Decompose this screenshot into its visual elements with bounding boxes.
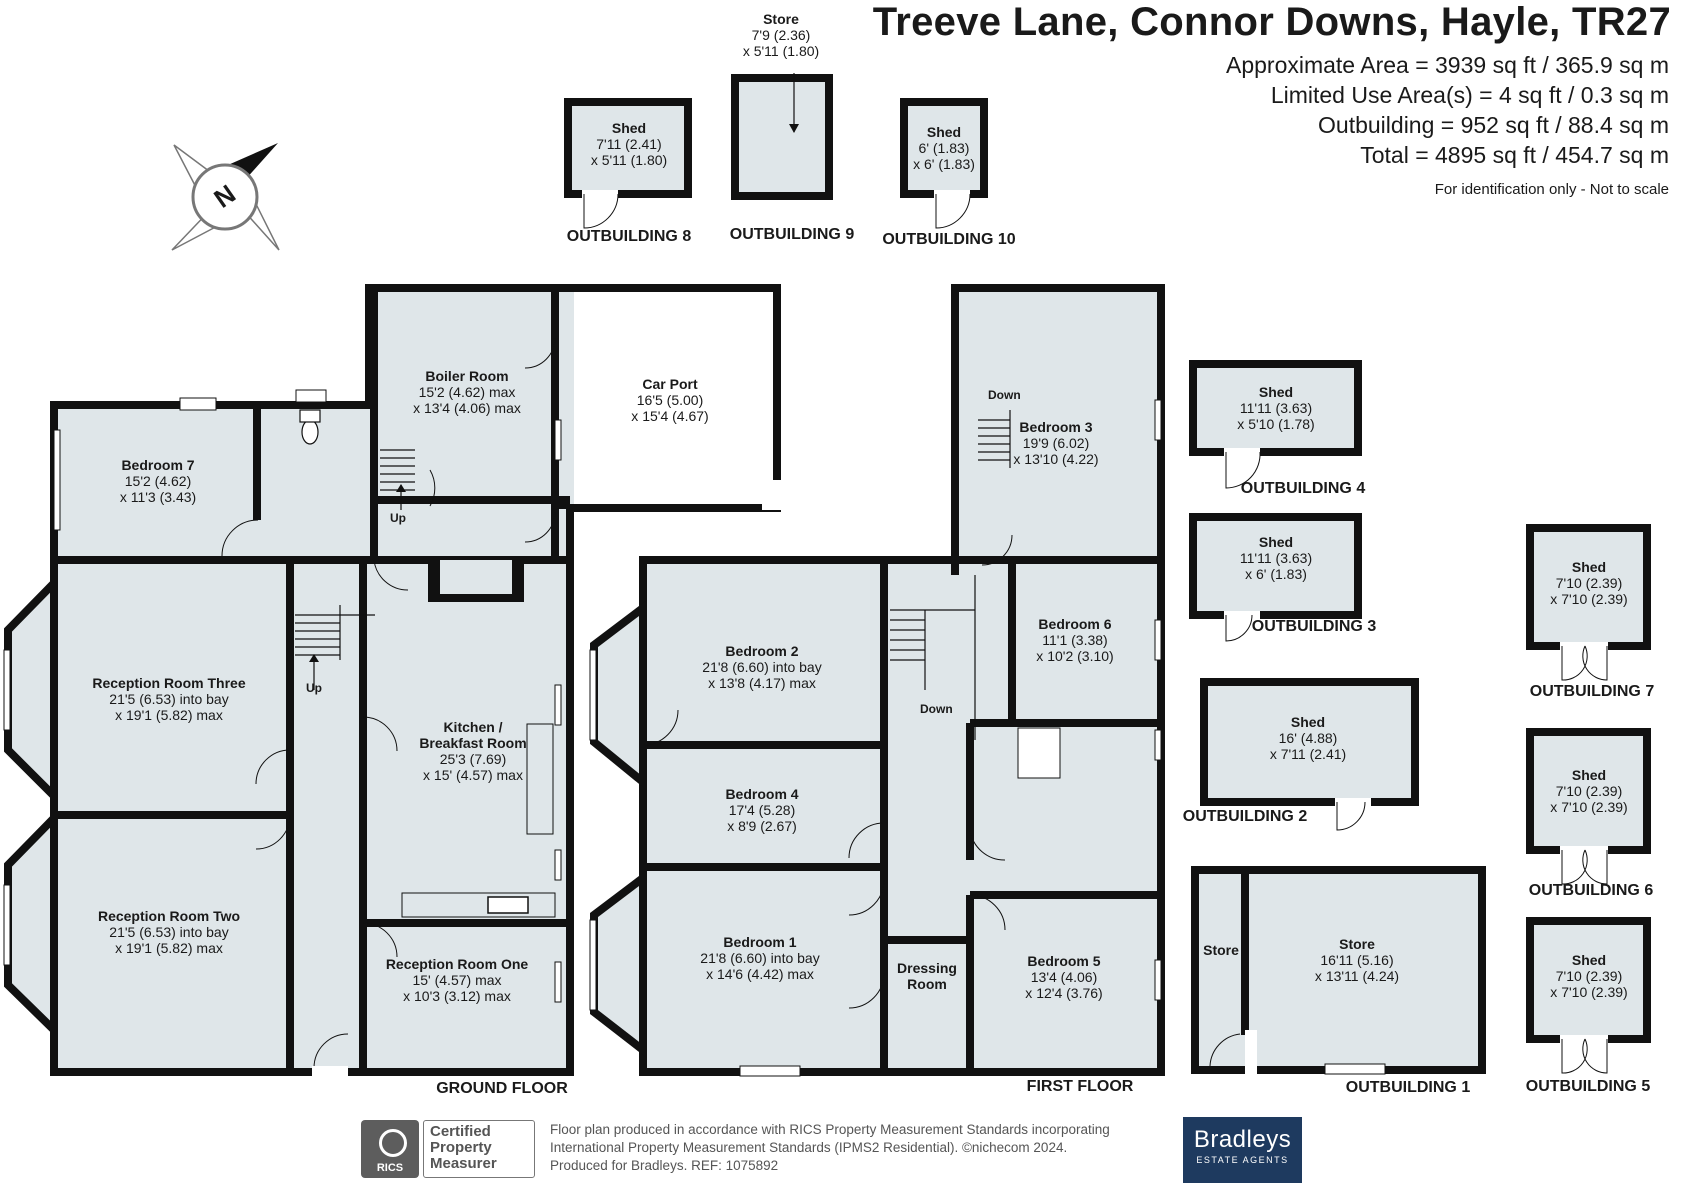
outbuilding-9-store <box>731 74 833 200</box>
outbuilding-4-shed <box>1189 360 1362 456</box>
stairs-down-label: Down <box>920 702 953 716</box>
outbuilding-7-shed <box>1526 524 1651 650</box>
outbuilding-8-shed <box>564 98 692 198</box>
outbuilding-9-title: OUTBUILDING 9 <box>729 226 855 243</box>
rics-certified-badge: RICS Certified Property Measurer <box>361 1120 535 1178</box>
bradleys-logo: Bradleys ESTATE AGENTS <box>1183 1117 1302 1183</box>
ground-floor-title: GROUND FLOOR <box>436 1080 568 1097</box>
property-title: Treeve Lane, Connor Downs, Hayle, TR27 <box>872 0 1671 44</box>
stairs-up-label: Up <box>390 511 406 525</box>
first-floor-plan <box>589 284 1165 1077</box>
certified-property-measurer: Certified Property Measurer <box>423 1120 535 1178</box>
first-floor-title: FIRST FLOOR <box>1026 1078 1134 1095</box>
north-compass-icon <box>171 143 280 251</box>
stairs-up-label: Up <box>306 681 322 695</box>
approximate-area: Approximate Area = 3939 sq ft / 365.9 sq… <box>1225 52 1669 78</box>
outbuilding-6-shed <box>1526 728 1651 854</box>
outbuilding-6-title: OUTBUILDING 6 <box>1528 882 1654 899</box>
outbuilding-area: Outbuilding = 952 sq ft / 88.4 sq m <box>1318 112 1669 138</box>
limited-use-area: Limited Use Area(s) = 4 sq ft / 0.3 sq m <box>1270 82 1669 108</box>
outbuilding-4-title: OUTBUILDING 4 <box>1240 480 1366 497</box>
disclaimer-note: For identification only - Not to scale <box>1434 181 1669 198</box>
outbuilding-10-title: OUTBUILDING 10 <box>882 231 1016 248</box>
total-area: Total = 4895 sq ft / 454.7 sq m <box>1360 142 1669 168</box>
outbuilding-3-title: OUTBUILDING 3 <box>1251 618 1377 635</box>
outbuilding-2-title: OUTBUILDING 2 <box>1182 808 1308 825</box>
outbuilding-7-title: OUTBUILDING 7 <box>1529 683 1655 700</box>
store-ob1-small-label: Store <box>1203 942 1239 958</box>
rics-logo-icon: RICS <box>361 1120 419 1178</box>
outbuilding-8-title: OUTBUILDING 8 <box>566 228 692 245</box>
stairs-down-label: Down <box>988 388 1021 402</box>
outbuilding-1-title: OUTBUILDING 1 <box>1345 1079 1471 1096</box>
ground-floor-plan <box>3 284 782 1076</box>
outbuilding-3-shed <box>1189 513 1362 619</box>
outbuilding-2-shed <box>1200 678 1419 806</box>
outbuilding-5-title: OUTBUILDING 5 <box>1525 1078 1651 1095</box>
footer-disclaimer: Floor plan produced in accordance with R… <box>550 1122 1110 1173</box>
outbuilding-5-shed <box>1526 917 1651 1043</box>
